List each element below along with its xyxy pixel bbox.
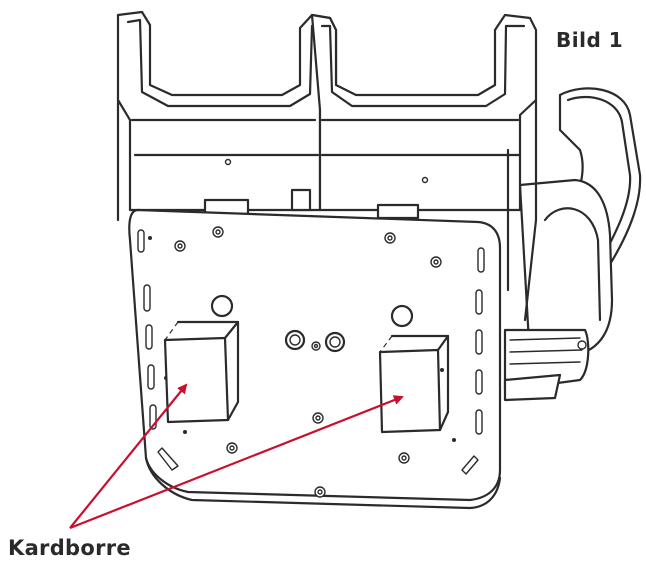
arrow-left (69, 383, 188, 529)
callout-label: Kardborre (8, 536, 131, 560)
figure-title: Bild 1 (556, 28, 624, 52)
velcro-pad-left (163, 320, 240, 424)
velcro-pad-right (378, 334, 450, 434)
callout-arrows (69, 383, 404, 530)
side-bracket (503, 87, 642, 402)
arrow-right (69, 395, 404, 530)
holder-frame (116, 10, 538, 322)
